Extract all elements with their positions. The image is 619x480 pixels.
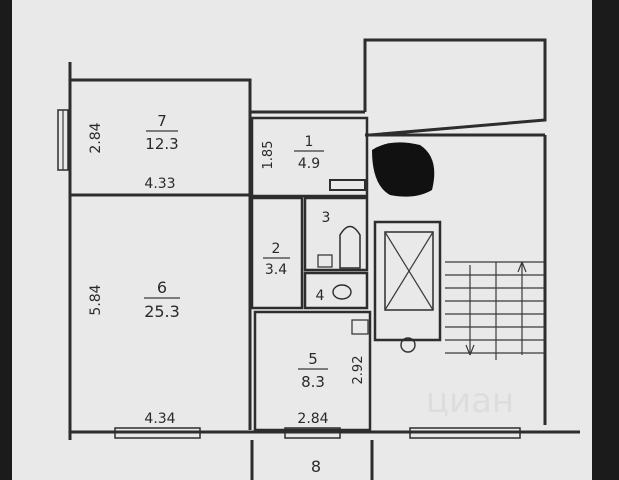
room-1-area: 4.9 (298, 156, 320, 172)
room-3-number: 3 (322, 210, 331, 226)
toilet (332, 284, 352, 300)
elevator-cross-2 (384, 231, 434, 311)
room-7-width-dim: 4.33 (144, 176, 175, 192)
elevator-shaft (373, 220, 442, 342)
upper-right-block (363, 38, 547, 137)
room-5-area: 8.3 (301, 373, 325, 391)
room-5-fixture (351, 319, 369, 335)
staircase (445, 261, 545, 360)
room-6-height-dim: 5.84 (88, 284, 104, 315)
room-2-number: 2 (272, 241, 281, 257)
room-1-number: 1 (305, 134, 314, 150)
room-4-number: 4 (316, 288, 325, 304)
small-dark-mark (329, 179, 366, 191)
watermark: циан (426, 381, 514, 421)
room-4-box (303, 271, 369, 310)
room-5-height-dim: 2.92 (351, 356, 366, 385)
room-2-box (250, 196, 304, 310)
room-1-height-dim: 1.85 (261, 141, 276, 170)
room-5-width-dim: 2.84 (297, 411, 328, 427)
room-5-number: 5 (308, 350, 318, 368)
room-1-box (250, 116, 369, 198)
bottom-window-1 (114, 427, 201, 439)
bath-fixture (317, 254, 333, 268)
bottom-window-2 (284, 427, 341, 439)
room-6-number: 6 (157, 278, 167, 297)
room-5-box (253, 310, 372, 432)
redaction-mark (372, 142, 435, 197)
bathtub (339, 225, 361, 269)
room-7-number: 7 (157, 112, 167, 130)
elevator-pit (400, 337, 416, 353)
left-frame (0, 0, 12, 480)
room-2-area: 3.4 (265, 262, 287, 278)
room-3-box (303, 196, 369, 272)
bottom-window-3 (409, 427, 521, 439)
room-6-area: 25.3 (144, 302, 180, 321)
elevator-cabin (384, 231, 434, 311)
room-8-number: 8 (311, 457, 321, 476)
right-frame (593, 0, 619, 480)
room-6-width-dim: 4.34 (144, 411, 175, 427)
room-7-height-dim: 2.84 (88, 122, 104, 153)
room-7-area: 12.3 (145, 135, 178, 153)
